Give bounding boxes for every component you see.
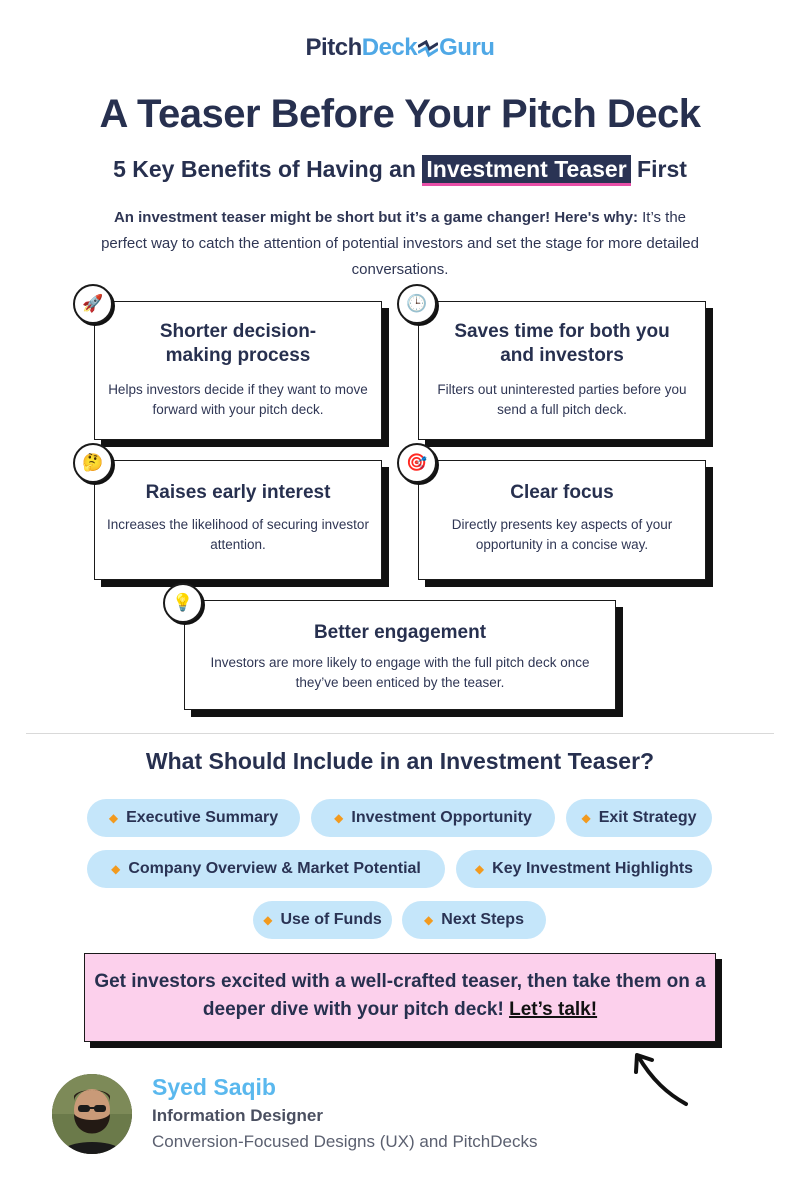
benefit-desc: Investors are more likely to engage with… (210, 655, 590, 690)
intro-paragraph: An investment teaser might be short but … (95, 205, 705, 283)
avatar-portrait-icon (52, 1074, 132, 1154)
subtitle-before: 5 Key Benefits of Having an (113, 156, 423, 182)
logo-text-pitch: Pitch (305, 34, 363, 61)
author-name: Syed Saqib (152, 1074, 276, 1100)
avatar (52, 1074, 132, 1154)
subtitle-after: First (630, 156, 687, 182)
benefit-desc: Filters out uninterested parties before … (437, 382, 687, 417)
teaser-item-pill: ◆Executive Summary (87, 799, 300, 837)
logo-mark-icon (417, 39, 439, 58)
logo-text-guru: Guru (439, 34, 495, 61)
diamond-icon: ◆ (111, 862, 121, 876)
clock-icon: 🕒 (397, 284, 437, 324)
teaser-item-pill: ◆Exit Strategy (566, 799, 712, 837)
benefit-card-focus: 🎯 Clear focus Directly presents key aspe… (397, 443, 706, 580)
section-divider (26, 733, 774, 734)
diamond-icon: ◆ (424, 913, 434, 927)
author-role: Information Designer (152, 1106, 323, 1125)
arrow-icon (634, 1053, 688, 1106)
benefit-card-engagement: 💡 Better engagement Investors are more l… (163, 583, 616, 710)
thinking-face-icon: 🤔 (73, 443, 113, 483)
benefit-card-decision: 🚀 Shorter decision-making process Helps … (73, 284, 382, 440)
benefit-title: Raises early interest (145, 482, 331, 503)
rocket-icon: 🚀 (73, 284, 113, 324)
logo-text-deck: Deck (361, 34, 418, 61)
diamond-icon: ◆ (263, 913, 273, 927)
teaser-item-pill: ◆Key Investment Highlights (456, 850, 712, 888)
benefit-title: Clear focus (510, 482, 614, 503)
teaser-item-pill: ◆Investment Opportunity (311, 799, 555, 837)
page-title: A Teaser Before Your Pitch Deck (99, 92, 701, 136)
diamond-icon: ◆ (334, 811, 344, 825)
benefit-title: Shorter decision-making process (159, 321, 317, 366)
intro-bold: An investment teaser might be short but … (113, 209, 638, 226)
benefit-desc: Helps investors decide if they want to m… (108, 382, 368, 417)
intro-rest: It’s the perfect way to catch the attent… (101, 209, 699, 278)
section-title: What Should Include in an Investment Tea… (145, 748, 655, 774)
lightbulb-icon: 💡 (163, 583, 203, 623)
author-tagline: Conversion-Focused Designs (UX) and Pitc… (152, 1132, 538, 1151)
benefit-card-interest: 🤔 Raises early interest Increases the li… (73, 443, 382, 580)
benefit-desc: Directly presents key aspects of your op… (451, 517, 673, 552)
teaser-item-pill: ◆Next Steps (402, 901, 546, 939)
diamond-icon: ◆ (474, 862, 485, 876)
target-icon: 🎯 (397, 443, 437, 483)
lets-talk-link[interactable]: Let’s talk! (509, 999, 598, 1020)
benefit-desc: Increases the likelihood of securing inv… (107, 517, 369, 552)
benefit-title: Better engagement (313, 622, 487, 643)
page-subtitle: 5 Key Benefits of Having an Investment T… (0, 155, 800, 186)
benefit-card-time: 🕒 Saves time for both you and investors … (397, 284, 706, 440)
cta-box: Get investors excited with a well-crafte… (84, 953, 716, 1042)
diamond-icon: ◆ (581, 811, 591, 825)
diamond-icon: ◆ (108, 811, 119, 825)
teaser-item-pill: ◆Company Overview & Market Potential (87, 850, 445, 888)
subtitle-highlight: Investment Teaser (422, 155, 631, 186)
teaser-item-pill: ◆Use of Funds (253, 901, 392, 939)
logo[interactable]: PitchDeck Guru (0, 34, 800, 62)
cta-text: Get investors excited with a well-crafte… (94, 971, 706, 1020)
benefit-title: Saves time for both you and investors (454, 321, 670, 366)
